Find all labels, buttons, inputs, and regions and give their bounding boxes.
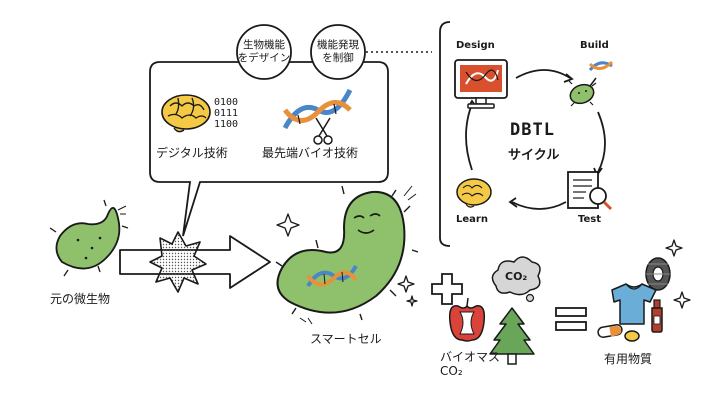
badge-design-line1: 生物機能 [243,39,285,51]
learn-brain-icon [456,178,492,208]
biomass-line1: バイオマス [440,350,501,364]
badge-design-circle [236,24,292,80]
digital-bits-row: 0111 [214,108,239,119]
digital-bits-row: 1100 [214,119,239,130]
dbtl-cycle-arrows [465,69,606,210]
design-label: Design [456,40,495,51]
badge-design-line2: をデザイン [237,51,291,64]
build-label: Build [580,40,609,51]
brain-icon [161,94,211,133]
smartcell-label: スマートセル [310,332,382,346]
pill-icon [624,330,640,342]
badge-control-line2: を制御 [322,51,354,64]
dbtl-bracket [439,21,451,247]
dbtl-title: DBTL [510,120,555,140]
smart-cell-icon [275,185,419,325]
products-icons [597,257,671,342]
tshirt-icon [611,283,657,325]
test-label: Test [578,214,602,225]
digital-bits: 0100 0111 1100 [214,97,238,130]
digital-bits-row: 0100 [214,97,239,108]
biomass-label: バイオマス CO₂ [440,350,500,379]
co2-cloud-icon [491,256,541,303]
dna-scissors-icon [282,88,353,145]
plus-sign [431,273,463,305]
biomass-line2: CO₂ [440,364,463,379]
sparkle-icons [276,213,691,309]
bottle-icon [651,299,663,333]
badge-control-circle [310,24,366,80]
capsule-icon [597,324,623,338]
bio-tech-label: 最先端バイオ技術 [262,146,359,160]
apple-core-icon [448,297,486,342]
origin-microbe-label: 元の微生物 [50,292,111,306]
badge-design-text: 生物機能 をデザイン [237,39,291,64]
learn-label: Learn [456,214,488,225]
co2-cloud-text: CO₂ [505,270,528,283]
cycle-subtitle: サイクル [508,148,560,163]
badge-control-text: 機能発現 を制御 [311,39,365,64]
product-label: 有用物質 [604,352,653,366]
badge-control-line1: 機能発現 [317,39,359,51]
transformation-arrow [119,231,271,293]
original-microbe-icon [49,199,129,277]
monitor-icon [454,59,508,109]
equals-sign [555,307,587,331]
build-dna-cell-icon [568,60,614,107]
document-magnifier-icon [567,171,613,211]
tree-icon [489,307,535,365]
tire-icon [645,257,671,291]
digital-tech-label: デジタル技術 [156,146,228,160]
